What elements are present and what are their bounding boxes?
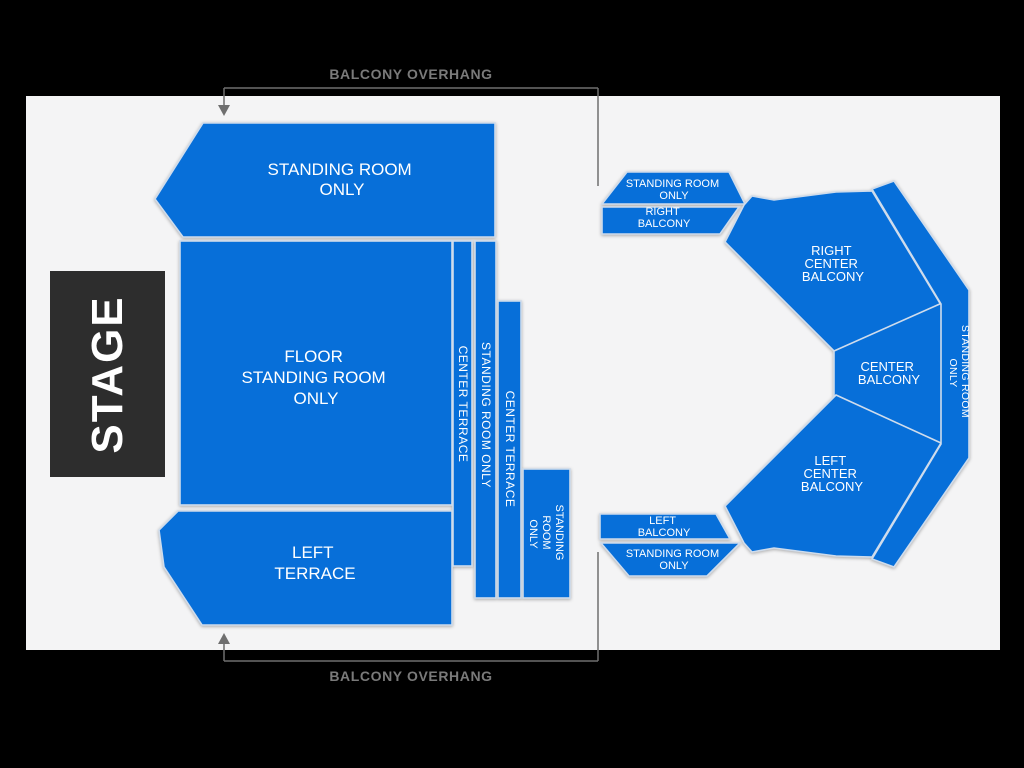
section-left-terrace[interactable]: [158, 510, 453, 626]
section-center-terrace-2[interactable]: [497, 300, 522, 599]
balcony-overhang-bottom-bracket: BALCONY OVERHANG: [218, 552, 599, 684]
balcony-overhang-bottom-label: BALCONY OVERHANG: [329, 668, 492, 684]
balcony-overhang-top-bracket: BALCONY OVERHANG: [218, 66, 599, 186]
center-terrace-2-label: CENTER TERRACE: [503, 391, 517, 508]
balcony-sro-right-label: STANDING ROOM ONLY: [626, 178, 722, 202]
balcony-sro-left-label: STANDING ROOM ONLY: [626, 548, 722, 572]
section-left-balcony[interactable]: [599, 513, 732, 540]
sro-box-label: STANDING ROOM ONLY: [527, 504, 565, 563]
section-left-center-balcony[interactable]: [724, 394, 943, 558]
center-balcony-label: CENTER BALCONY: [858, 359, 920, 387]
stage: STAGE: [50, 271, 165, 477]
center-terrace-1-label: CENTER TERRACE: [456, 346, 470, 463]
left-terrace-label: LEFT TERRACE: [274, 543, 355, 583]
balcony-sro-rim-label: STANDING ROOM ONLY: [947, 325, 971, 421]
sro-top-label: STANDING ROOM ONLY: [268, 160, 417, 199]
section-balcony-sro-left[interactable]: [599, 542, 742, 577]
section-right-balcony[interactable]: [601, 206, 741, 235]
floor-label: FLOOR STANDING ROOM ONLY: [242, 347, 391, 408]
up-arrow-icon: [218, 633, 230, 644]
right-balcony-label: RIGHT BALCONY: [638, 206, 691, 230]
down-arrow-icon: [218, 105, 230, 116]
right-center-balcony-label: RIGHT CENTER BALCONY: [802, 243, 864, 284]
left-center-balcony-label: LEFT CENTER BALCONY: [801, 453, 863, 494]
stage-label: STAGE: [83, 295, 132, 453]
section-center-terrace-1[interactable]: [452, 240, 473, 567]
section-standing-room-only-strip[interactable]: [474, 240, 497, 599]
sro-strip-label: STANDING ROOM ONLY: [479, 342, 493, 488]
section-standing-room-only-box[interactable]: [522, 468, 571, 599]
balcony-overhang-top-label: BALCONY OVERHANG: [329, 66, 492, 82]
section-balcony-sro-rim[interactable]: [870, 180, 970, 568]
left-balcony-label: LEFT BALCONY: [638, 515, 691, 539]
section-standing-room-only-top[interactable]: [154, 122, 496, 238]
section-floor-standing-room-only[interactable]: [179, 240, 453, 506]
